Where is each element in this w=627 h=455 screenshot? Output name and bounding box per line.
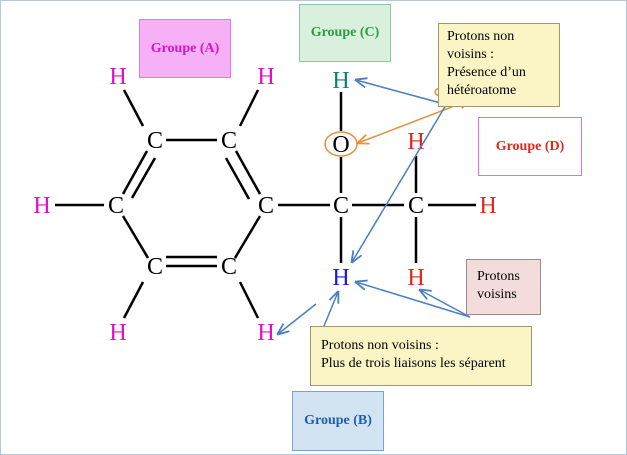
arrows — [278, 80, 471, 334]
h-ring-top-left: H — [109, 64, 126, 90]
arrow-to-h-hydroxyl — [356, 80, 449, 106]
note-heteroatom-line3: Présence d’un — [447, 65, 526, 80]
bond-ring-lower-left — [121, 215, 150, 259]
bond-h-bottom-left — [122, 281, 145, 319]
h-ring-bottom-left: H — [109, 320, 126, 346]
group-d-label: Groupe (D) — [478, 117, 582, 176]
atom-c-ring-left: C — [108, 193, 124, 219]
group-a-label: Groupe (A) — [139, 19, 231, 78]
h-ring-bottom-right: H — [257, 320, 274, 346]
h-ring-left: H — [33, 193, 50, 219]
atom-c-ring-bottom-left: C — [147, 254, 163, 280]
note-three-bonds-line1: Protons non voisins : — [321, 338, 439, 353]
h-methyl-right: H — [479, 193, 496, 219]
note-three-bonds-line2: Plus de trois liaisons les séparent — [321, 356, 506, 371]
bond-ring-upper-left-double — [130, 157, 157, 199]
note-heteroatom-line4: hétéroatome — [447, 83, 517, 98]
atom-c-ring-bottom-right: C — [221, 254, 237, 280]
bond-ring-upper-right-double — [224, 157, 251, 200]
arrow-voisins-to-h-center — [356, 282, 471, 318]
bond-ring-upper-left — [121, 150, 149, 195]
bond-ring-upper-right — [234, 150, 262, 195]
group-c-label: Groupe (C) — [299, 4, 391, 62]
h-hydroxyl: H — [332, 68, 349, 94]
note-heteroatom-line1: Protons non — [447, 29, 515, 44]
atom-c-center: C — [333, 193, 349, 219]
h-methyl-top: H — [407, 129, 424, 155]
arrow-trois-to-h-ring — [278, 303, 317, 334]
atom-c-methyl: C — [408, 193, 424, 219]
note-neighbor-protons: Protons voisins — [466, 259, 541, 315]
bond-ring-lower-right — [233, 215, 262, 259]
bonds — [55, 89, 476, 319]
arrow-voisins-to-h-methyl — [420, 290, 471, 318]
arrow-trois-to-h-center — [323, 292, 338, 327]
h-center: H — [332, 265, 349, 291]
h-ring-top-right: H — [257, 64, 274, 90]
note-neighbor-protons-line2: voisins — [477, 287, 517, 302]
bond-h-bottom-right — [238, 281, 260, 319]
note-heteroatom: Protons non voisins : Présence d’un hété… — [438, 23, 560, 107]
heteroatom-to-oxygen-arrow — [358, 100, 470, 143]
heavy-atoms: C C C C C C C C O — [108, 128, 424, 280]
atom-oxygen: O — [332, 132, 349, 158]
atom-c-ring-top-right: C — [221, 128, 237, 154]
atom-c-ring-top-left: C — [147, 128, 163, 154]
group-b-label: Groupe (B) — [292, 391, 384, 451]
note-heteroatom-line2: voisins : — [447, 47, 495, 62]
bond-h-top-left — [122, 89, 145, 127]
note-three-bonds: Protons non voisins : Plus de trois liai… — [310, 326, 532, 386]
atom-c-ring-right: C — [258, 193, 274, 219]
arrow-to-h-center-from-note — [352, 104, 447, 262]
bond-h-top-right — [238, 89, 260, 127]
h-methyl-bottom: H — [407, 265, 424, 291]
note-neighbor-protons-line1: Protons — [477, 269, 520, 284]
